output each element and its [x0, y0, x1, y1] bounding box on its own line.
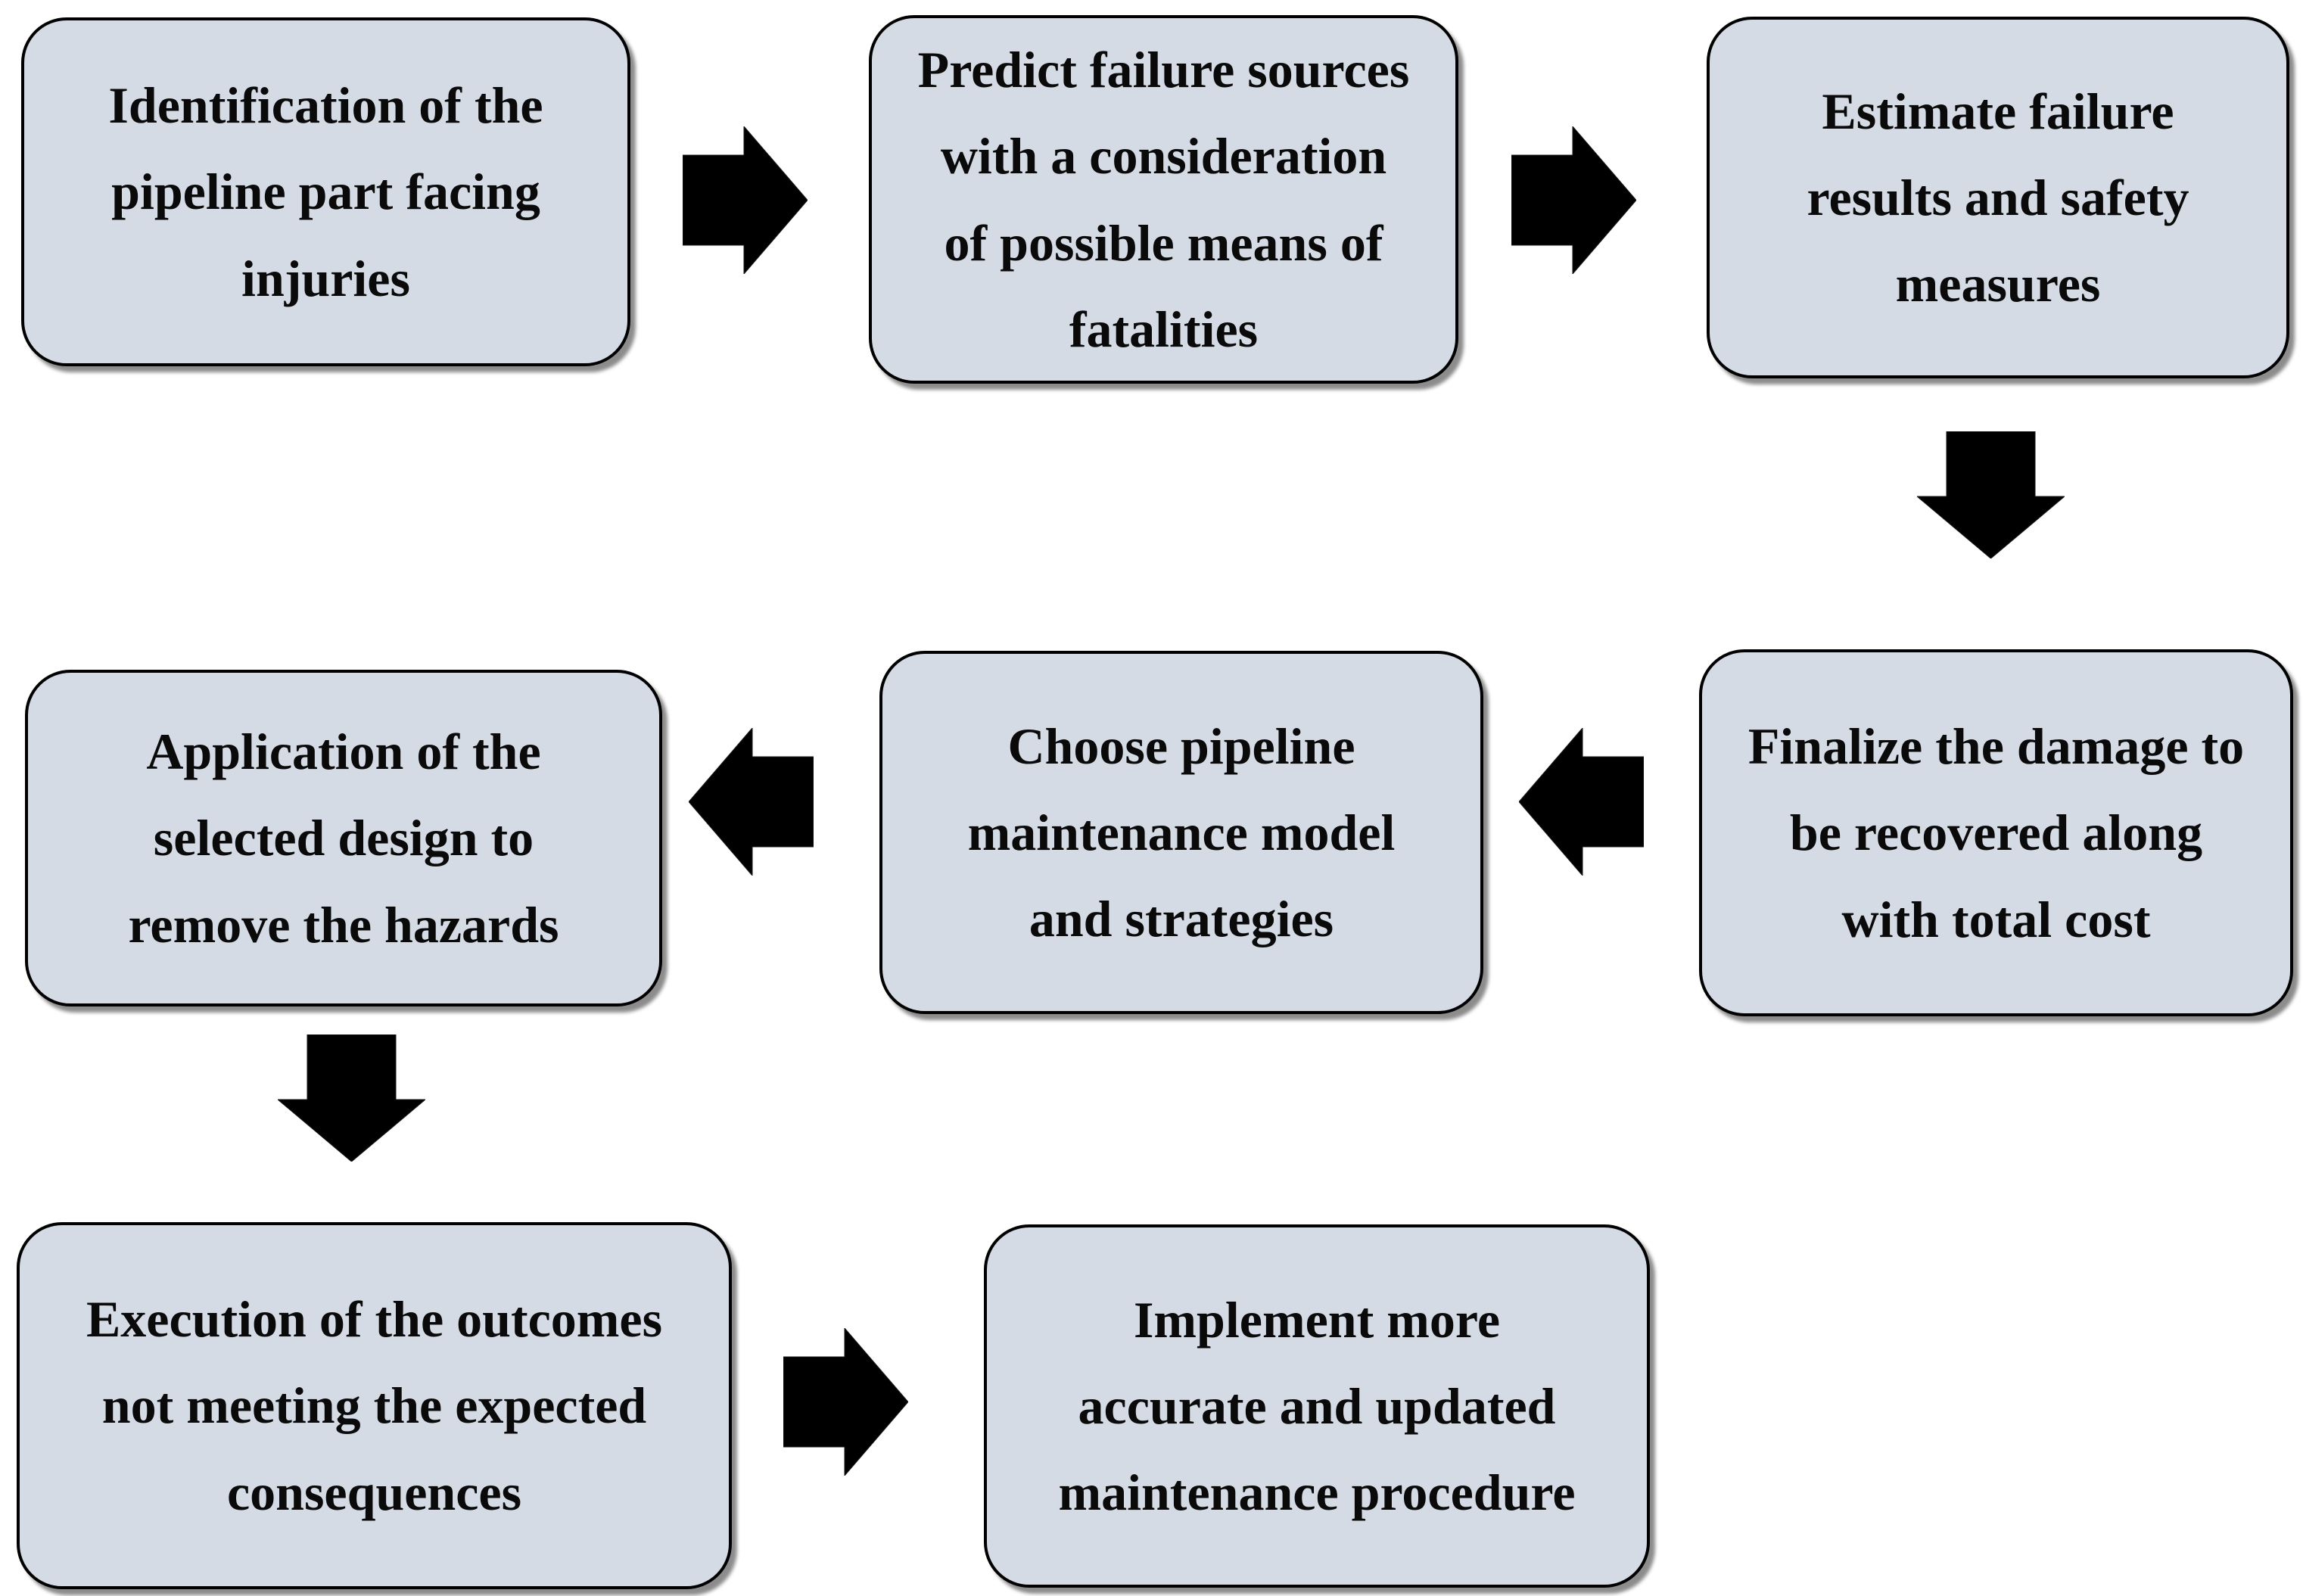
flow-step-label: Predict failure sources with a considera…	[917, 41, 1410, 358]
left-arrow-icon	[689, 728, 814, 876]
flow-step-label: Execution of the outcomes not meeting th…	[86, 1290, 663, 1521]
left-arrow-icon	[1519, 728, 1644, 876]
flow-step-implement-updated-procedure: Implement more accurate and updated main…	[984, 1224, 1650, 1588]
flow-step-execute-outcomes: Execution of the outcomes not meeting th…	[17, 1222, 732, 1589]
flow-step-label: Identification of the pipeline part faci…	[108, 76, 543, 307]
flow-step-predict-failure-sources: Predict failure sources with a considera…	[869, 15, 1458, 384]
flow-step-label: Finalize the damage to be recovered alon…	[1747, 717, 2245, 948]
flow-step-identify-pipeline-part: Identification of the pipeline part faci…	[21, 17, 630, 366]
right-arrow-icon	[783, 1328, 908, 1476]
flow-step-finalize-damage-cost: Finalize the damage to be recovered alon…	[1699, 649, 2293, 1016]
right-arrow-shape	[683, 126, 808, 274]
right-arrow-icon	[1511, 126, 1636, 274]
right-arrow-shape	[1511, 126, 1636, 274]
flow-step-estimate-failure-results: Estimate failure results and safety meas…	[1707, 17, 2289, 378]
flow-step-apply-selected-design: Application of the selected design to re…	[25, 670, 662, 1006]
down-arrow-shape	[1917, 431, 2065, 558]
left-arrow-shape	[1519, 728, 1644, 876]
flow-step-label: Estimate failure results and safety meas…	[1807, 82, 2189, 313]
flow-step-label: Choose pipeline maintenance model and st…	[967, 717, 1396, 948]
flow-step-choose-maintenance-model: Choose pipeline maintenance model and st…	[879, 651, 1483, 1014]
down-arrow-shape	[278, 1034, 425, 1162]
down-arrow-icon	[278, 1034, 425, 1162]
down-arrow-icon	[1917, 431, 2065, 558]
right-arrow-shape	[783, 1328, 908, 1476]
right-arrow-icon	[683, 126, 808, 274]
left-arrow-shape	[689, 728, 814, 876]
flow-step-label: Application of the selected design to re…	[128, 723, 559, 954]
flow-step-label: Implement more accurate and updated main…	[1058, 1290, 1576, 1522]
